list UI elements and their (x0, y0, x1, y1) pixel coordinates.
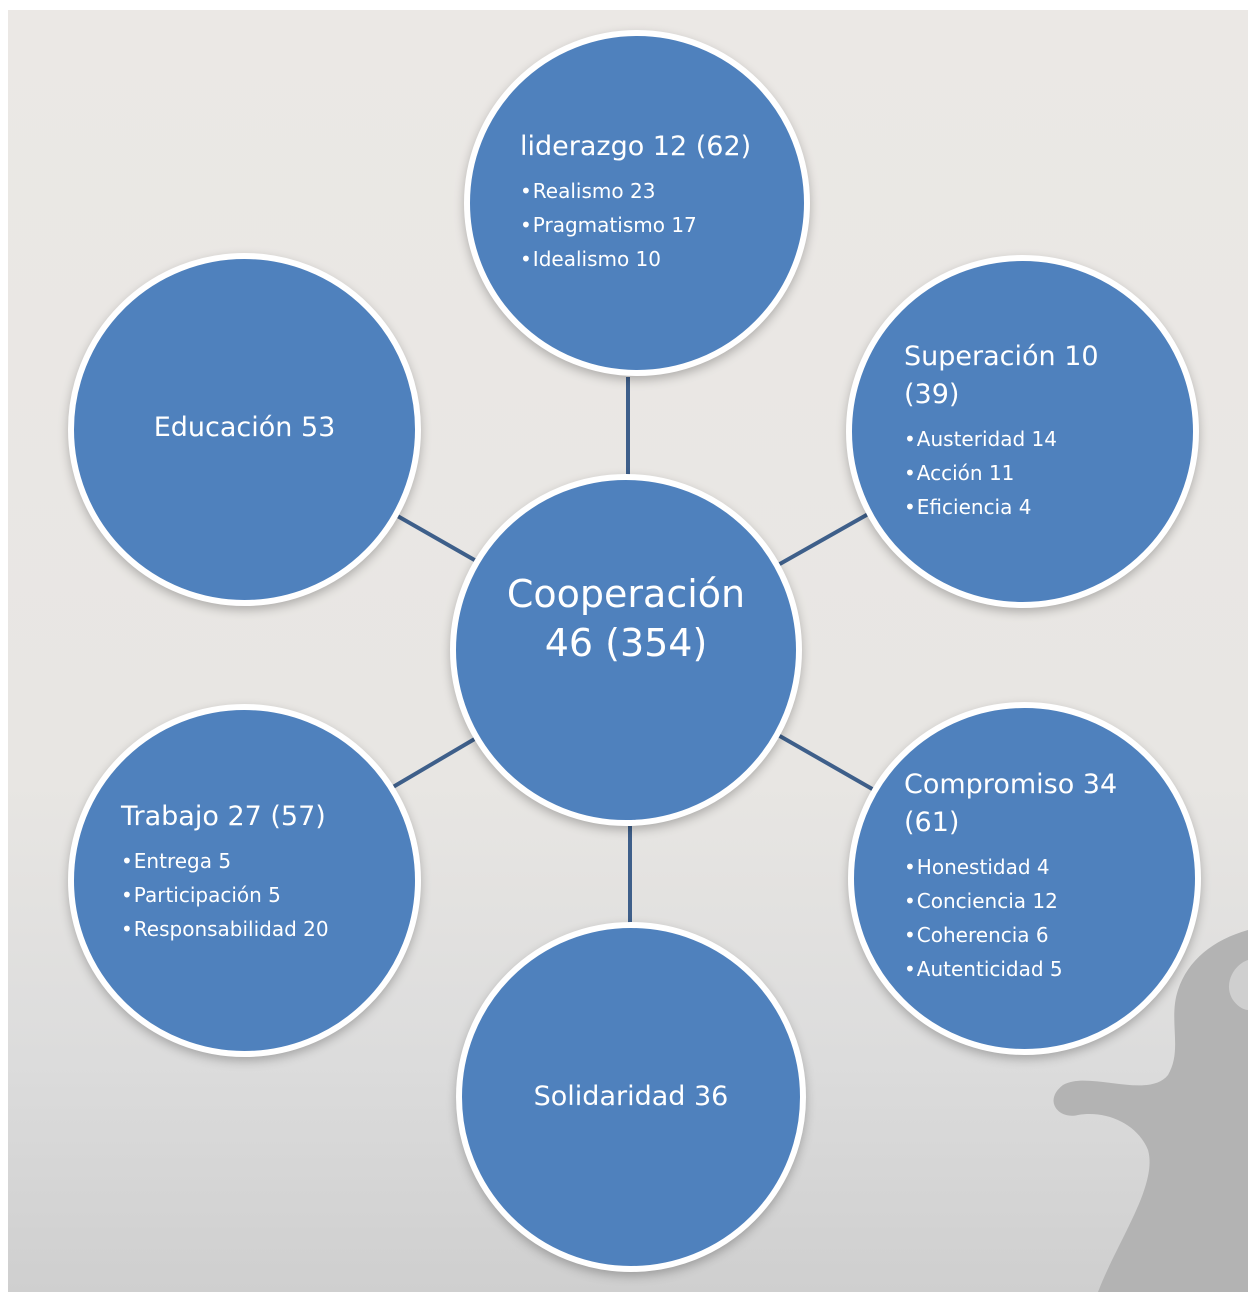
node-solidaridad: Solidaridad 36 (456, 922, 806, 1272)
node-superacion-title: Superación 10 (39) (904, 338, 1099, 414)
slide-canvas: Cooperación 46 (354) liderazgo 12 (62) R… (8, 10, 1248, 1292)
center-title-line1: Cooperación (506, 572, 746, 616)
node-trabajo-title: Trabajo 27 (57) (121, 801, 326, 832)
node-superacion-list: Austeridad 14 Acción 11 Eficiencia 4 (904, 422, 1099, 524)
node-solidaridad-title: Solidaridad 36 (533, 1081, 729, 1112)
node-superacion-title-line2: (39) (904, 379, 960, 410)
list-item: Acción 11 (904, 456, 1099, 490)
node-compromiso: Compromiso 34 (61) Honestidad 4 Concienc… (848, 702, 1201, 1055)
node-superacion-title-line1: Superación 10 (904, 341, 1099, 372)
connector-lower-right (777, 733, 875, 792)
node-trabajo: Trabajo 27 (57) Entrega 5 Participación … (68, 704, 421, 1057)
center-title: Cooperación 46 (354) (456, 570, 796, 668)
node-liderazgo-title: liderazgo 12 (62) (520, 131, 752, 162)
list-item: Autenticidad 5 (904, 952, 1117, 986)
node-educacion: Educación 53 (68, 253, 421, 606)
node-trabajo-list: Entrega 5 Participación 5 Responsabilida… (121, 844, 329, 946)
list-item: Participación 5 (121, 878, 329, 912)
node-compromiso-title: Compromiso 34 (61) (904, 766, 1117, 842)
list-item: Realismo 23 (520, 174, 751, 208)
decorative-figure (1053, 930, 1248, 1292)
list-item: Idealismo 10 (520, 242, 751, 276)
node-liderazgo: liderazgo 12 (62) Realismo 23 Pragmatism… (464, 30, 810, 376)
connector-upper-left (393, 512, 479, 564)
list-item: Austeridad 14 (904, 422, 1099, 456)
node-compromiso-list: Honestidad 4 Conciencia 12 Coherencia 6 … (904, 850, 1117, 986)
node-liderazgo-list: Realismo 23 Pragmatismo 17 Idealismo 10 (520, 174, 751, 276)
node-compromiso-title-line1: Compromiso 34 (904, 769, 1118, 800)
node-educacion-title: Educación 53 (153, 412, 336, 443)
list-item: Conciencia 12 (904, 884, 1117, 918)
center-title-line2: 46 (354) (544, 621, 708, 665)
center-node-cooperacion: Cooperación 46 (354) (450, 474, 802, 826)
node-compromiso-title-line2: (61) (904, 807, 960, 838)
connector-lower-left (391, 735, 480, 789)
node-superacion: Superación 10 (39) Austeridad 14 Acción … (846, 255, 1199, 608)
list-item: Entrega 5 (121, 844, 329, 878)
connector-lines (391, 377, 875, 923)
connector-upper-right (777, 511, 871, 567)
list-item: Responsabilidad 20 (121, 912, 329, 946)
list-item: Coherencia 6 (904, 918, 1117, 952)
list-item: Eficiencia 4 (904, 490, 1099, 524)
list-item: Honestidad 4 (904, 850, 1117, 884)
list-item: Pragmatismo 17 (520, 208, 751, 242)
